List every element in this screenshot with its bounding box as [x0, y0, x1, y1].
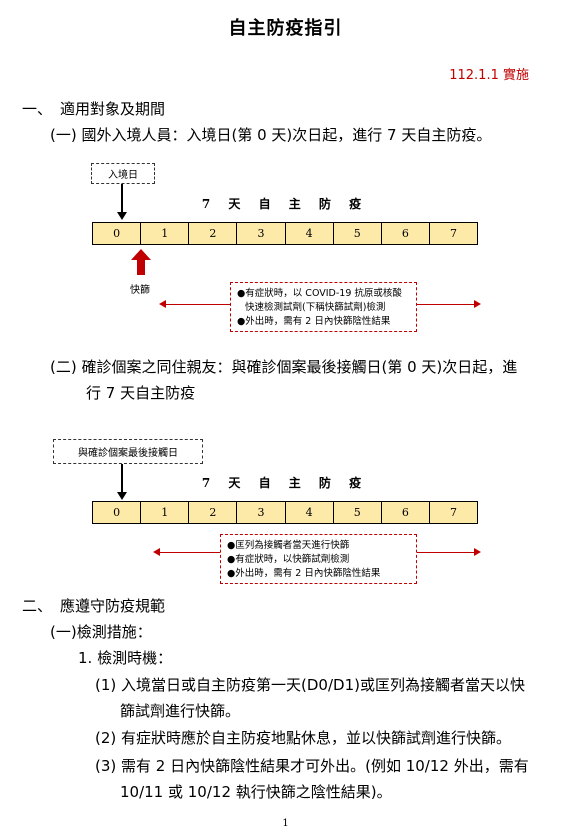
timeline-1-notes: ●有症狀時，以 COVID-19 抗原或核酸 快速檢測試劑(下稱快篩試劑)檢測 …: [230, 282, 417, 332]
timeline-2-day-3: 3: [237, 502, 286, 523]
timeline-1-bar: 0 1 2 3 4 5 6 7: [92, 222, 478, 245]
timeline-1-day-0: 0: [93, 223, 142, 244]
timeline-2-note-2: ●有症狀時，以快篩試劑檢測: [227, 554, 350, 565]
timeline-2-note-3: ●外出時，需有 2 日內快篩陰性結果: [227, 568, 381, 579]
rule-1-line-1: (1) 入境當日或自主防疫第一天(D0/D1)或匡列為接觸者當天以快: [95, 676, 525, 694]
last-contact-label: 與確診個案最後接觸日: [78, 448, 178, 459]
range-left-arrow-icon: [159, 300, 166, 308]
section-1-heading: 適用對象及期間: [60, 100, 166, 118]
section-2-sub-1-1: 1. 檢測時機：: [78, 649, 173, 667]
timeline-1-day-4: 4: [286, 223, 334, 244]
timeline-2-day-1: 1: [141, 502, 190, 523]
timeline-1-day-1: 1: [141, 223, 190, 244]
entry-day-label: 入境日: [108, 170, 138, 181]
section-2-sub-1: (一)檢測措施：: [50, 623, 152, 641]
rule-3-line-2: 10/11 或 10/12 執行快篩之陰性結果)。: [120, 783, 392, 801]
timeline-2-day-2: 2: [189, 502, 238, 523]
timeline-2-notes: ●匡列為接觸者當天進行快篩 ●有症狀時，以快篩試劑檢測 ●外出時，需有 2 日內…: [220, 534, 417, 584]
arrow-down-line: [121, 184, 123, 214]
range-right-arrow-icon-2: [474, 548, 481, 556]
range-right-arrow-icon: [474, 300, 481, 308]
timeline-2-note-1: ●匡列為接觸者當天進行快篩: [227, 540, 350, 551]
timeline-1-title: 7 天 自 主 防 疫: [201, 197, 369, 211]
timeline-2-title: 7 天 自 主 防 疫: [201, 476, 369, 490]
entry-day-label-box: 入境日: [91, 163, 155, 184]
timeline-1-note-1: ●有症狀時，以 COVID-19 抗原或核酸: [237, 288, 402, 299]
timeline-1-day-5: 5: [334, 223, 382, 244]
timeline-1-note-3: ●外出時，需有 2 日內快篩陰性結果: [237, 316, 391, 327]
timeline-1-note-2: 快速檢測試劑(下稱快篩試劑)檢測: [245, 302, 386, 313]
timeline-2-bar: 0 1 2 3 4 5 6 7: [92, 501, 478, 524]
page-number: 1: [282, 818, 289, 829]
timeline-2-day-6: 6: [382, 502, 430, 523]
rule-2: (2) 有症狀時應於自主防疫地點休息，並以快篩試劑進行快篩。: [95, 729, 512, 747]
timeline-1-day-7: 7: [449, 227, 457, 240]
page-title: 自主防疫指引: [228, 18, 343, 39]
section-1-item-1: (一) 國外入境人員：入境日(第 0 天)次日起，進行 7 天自主防疫。: [50, 126, 492, 144]
arrow-down-icon: [117, 212, 127, 220]
timeline-2-day-4: 4: [286, 502, 334, 523]
timeline-2-day-0: 0: [93, 502, 142, 523]
timeline-1-day-2: 2: [189, 223, 238, 244]
timeline-1-day-6: 6: [382, 223, 430, 244]
timeline-2-day-5: 5: [334, 502, 382, 523]
section-1-item-2-line-2: 行 7 天自主防疫: [86, 384, 196, 402]
arrow-down-line-2: [121, 464, 123, 494]
timeline-1-day-3: 3: [237, 223, 286, 244]
range-left-arrow-icon-2: [153, 548, 160, 556]
rapid-test-label: 快篩: [130, 285, 150, 296]
rule-1-line-2: 篩試劑進行快篩。: [120, 702, 241, 720]
timeline-2-day-7: 7: [449, 506, 457, 519]
rule-3-line-1: (3) 需有 2 日內快篩陰性結果才可外出。(例如 10/12 外出，需有: [95, 757, 529, 775]
section-2-number: 二、: [22, 597, 53, 615]
arrow-down-icon-2: [117, 492, 127, 500]
section-2-heading: 應遵守防疫規範: [60, 597, 166, 615]
red-up-arrow-icon: [131, 249, 151, 275]
last-contact-label-box: 與確診個案最後接觸日: [53, 439, 203, 464]
effective-date: 112.1.1 實施: [449, 68, 529, 83]
section-1-item-2-line-1: (二) 確診個案之同住親友：與確診個案最後接觸日(第 0 天)次日起，進: [50, 358, 518, 376]
section-1-number: 一、: [22, 100, 53, 118]
